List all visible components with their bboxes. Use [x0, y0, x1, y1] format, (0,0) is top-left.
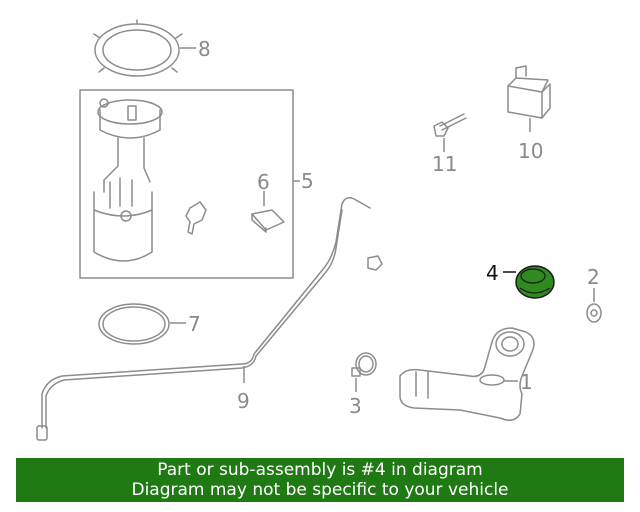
part-8-lock-ring: [93, 19, 183, 77]
callout-4: 4: [486, 261, 499, 285]
callout-6: 6: [257, 170, 270, 194]
part-5-clip: [185, 201, 207, 235]
part-3-clamp: [351, 352, 377, 377]
callout-8: 8: [198, 37, 211, 61]
part-11-bolt: [433, 113, 467, 137]
callout-11: 11: [432, 152, 457, 176]
banner-line-2: Diagram may not be specific to your vehi…: [131, 480, 509, 500]
banner-line-1: Part or sub-assembly is #4 in diagram: [157, 460, 483, 480]
part-5-module-box: [79, 89, 294, 279]
part-1-filler-pipe: [399, 327, 535, 421]
callout-5: 5: [301, 169, 314, 193]
callout-3: 3: [349, 394, 362, 418]
callout-7: 7: [188, 312, 201, 336]
part-10-bracket: [507, 65, 551, 119]
callout-10: 10: [518, 139, 543, 163]
callout-2: 2: [587, 265, 600, 289]
part-6-filter: [251, 209, 285, 233]
info-banner: Part or sub-assembly is #4 in diagram Di…: [16, 458, 624, 502]
diagram-drawing: 8 5 6 7 9 11: [36, 19, 602, 441]
callout-9: 9: [237, 389, 250, 413]
callout-1: 1: [520, 370, 533, 394]
part-4-fuel-cap: [515, 265, 555, 299]
part-2-tether: [586, 303, 602, 323]
part-5-pump-assembly: [93, 98, 163, 262]
part-7-gasket: [98, 303, 170, 345]
part-9-fuel-line: [36, 197, 383, 441]
